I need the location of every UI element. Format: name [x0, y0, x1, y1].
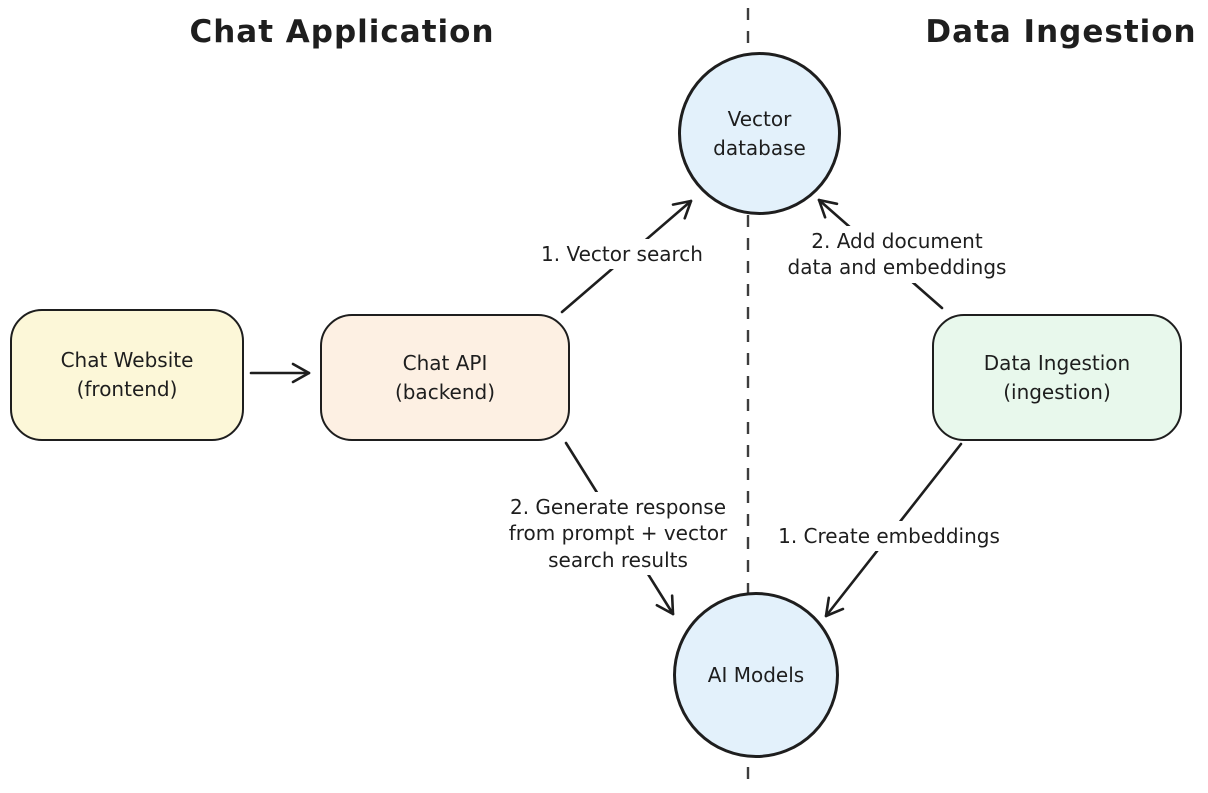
- node-label: Chat API: [402, 350, 488, 375]
- node-label: (frontend): [76, 377, 178, 401]
- node-data-ingestion: Data Ingestion (ingestion): [932, 314, 1182, 441]
- node-label: Vector: [727, 106, 792, 131]
- section-title-chat-application: Chat Application: [189, 14, 495, 50]
- node-label: Chat Website: [60, 348, 194, 372]
- edge-label-line: data and embeddings: [787, 255, 1007, 280]
- node-chat-api: Chat API (backend): [320, 314, 570, 441]
- node-label: (ingestion): [1003, 379, 1111, 404]
- node-label: Data Ingestion: [983, 350, 1131, 375]
- edge-label-line: 2. Add document: [811, 229, 983, 253]
- edge-label-line: search results: [548, 547, 688, 572]
- edge-label-generate-response: 2. Generate response from prompt + vecto…: [504, 492, 732, 576]
- node-label: database: [713, 135, 806, 160]
- edge-label-line: from prompt + vector: [508, 521, 728, 546]
- node-vector-database: Vector database: [678, 52, 841, 215]
- node-chat-website: Chat Website (frontend): [10, 309, 244, 441]
- edge-label-line: 2. Generate response: [509, 495, 727, 519]
- section-title-data-ingestion: Data Ingestion: [925, 14, 1197, 50]
- edge-label-add-document: 2. Add document data and embeddings: [783, 226, 1011, 283]
- node-ai-models: AI Models: [673, 592, 839, 758]
- node-label: (backend): [394, 379, 496, 404]
- edge-label-create-embeddings: 1. Create embeddings: [774, 521, 1004, 552]
- edge-label-vector-search: 1. Vector search: [537, 239, 707, 270]
- node-label: AI Models: [707, 662, 805, 687]
